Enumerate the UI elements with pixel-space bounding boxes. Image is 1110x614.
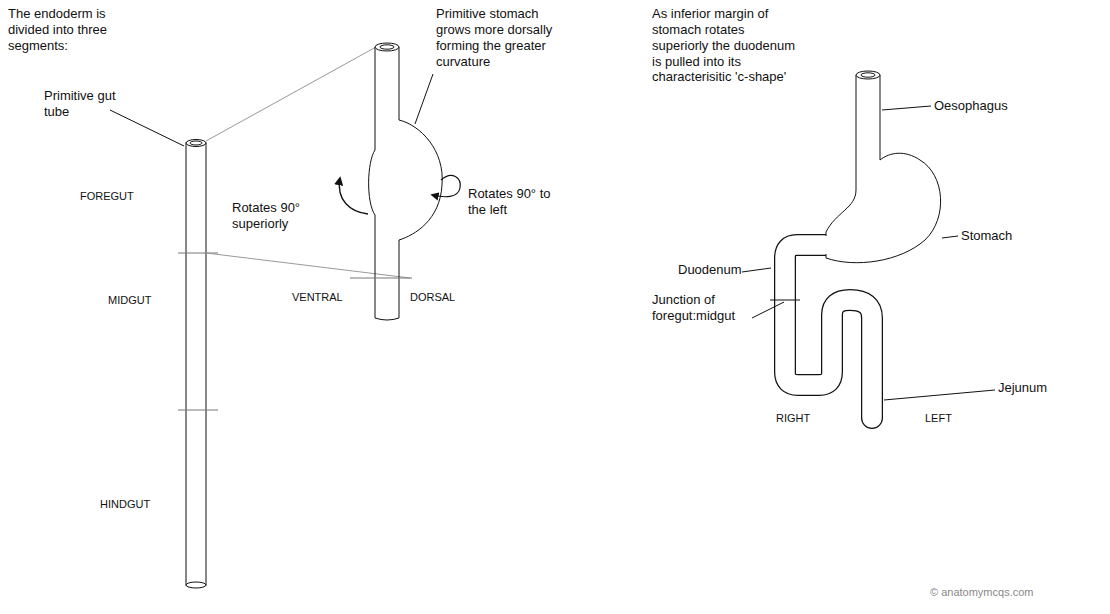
direction-label: LEFT	[925, 412, 985, 425]
note-text: The endoderm is divided into three segme…	[8, 6, 128, 54]
part-label: Primitive gut tube	[44, 88, 116, 120]
arrow-label: Rotates 90° superiorly	[232, 200, 324, 232]
segment-label: MIDGUT	[108, 294, 178, 307]
part-label: Stomach	[961, 228, 1051, 244]
part-label: Jejunum	[998, 380, 1078, 396]
stomach	[826, 75, 941, 263]
gut-tube	[186, 143, 206, 585]
part-label: Junction of foregut:midgut	[652, 292, 752, 324]
direction-label: VENTRAL	[292, 291, 352, 304]
duodenum-jejunum	[785, 245, 872, 418]
primitive-stomach	[369, 47, 375, 318]
part-label: Oesophagus	[934, 98, 1034, 114]
watermark: © anatomymcqs.com	[930, 586, 1090, 599]
direction-label: RIGHT	[776, 412, 836, 425]
note-text: Primitive stomach grows more dorsally fo…	[436, 6, 576, 69]
part-label: Duodenum	[678, 262, 758, 278]
direction-label: DORSAL	[410, 291, 470, 304]
arrow-label: Rotates 90° to the left	[468, 186, 558, 218]
segment-label: HINDGUT	[100, 498, 180, 511]
note-text: As inferior margin of stomach rotates su…	[652, 6, 797, 85]
segment-label: FOREGUT	[80, 190, 170, 203]
